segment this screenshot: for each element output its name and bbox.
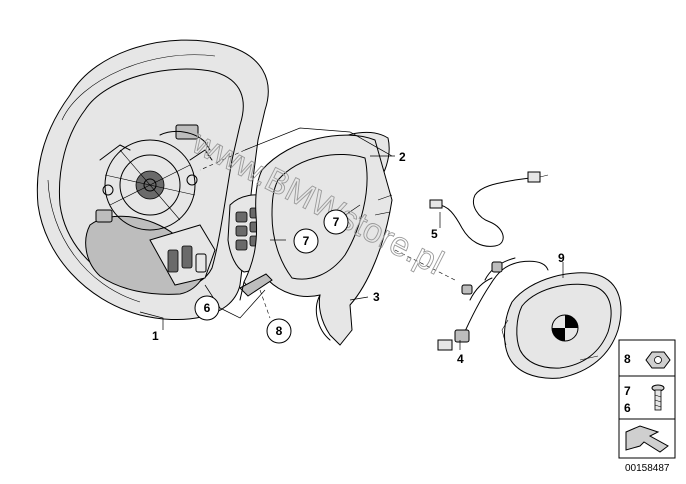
svg-text:8: 8: [276, 324, 283, 338]
callout-6[interactable]: 6: [194, 295, 220, 321]
callout-8[interactable]: 8: [266, 318, 292, 344]
direction-arrow-icon: [625, 425, 669, 453]
callout-3[interactable]: 3: [373, 290, 380, 304]
legend-label-7: 7: [624, 384, 631, 398]
callout-5[interactable]: 5: [431, 227, 438, 241]
nut-icon: [645, 351, 671, 369]
wiring-harness: [429, 171, 549, 247]
callout-7-lower[interactable]: 7: [293, 228, 319, 254]
callout-9[interactable]: 9: [558, 251, 565, 265]
svg-text:7: 7: [333, 215, 340, 229]
svg-text:6: 6: [204, 301, 211, 315]
legend-label-6: 6: [624, 401, 631, 415]
airbag-connector-harness: [437, 257, 549, 351]
screw-icon: [651, 384, 665, 411]
legend-label-8: 8: [624, 352, 631, 366]
hardware-legend: 8 7 6: [618, 339, 676, 459]
airbag-module: [501, 272, 622, 379]
steering-wheel: [36, 39, 269, 320]
diagram-id: 00158487: [625, 463, 670, 474]
callout-2[interactable]: 2: [399, 150, 406, 164]
callout-7-upper[interactable]: 7: [323, 209, 349, 235]
callout-1[interactable]: 1: [152, 329, 159, 343]
mounting-bracket: [239, 273, 273, 301]
svg-text:7: 7: [303, 234, 310, 248]
callout-4[interactable]: 4: [457, 352, 464, 366]
leader-lines: [139, 127, 564, 350]
